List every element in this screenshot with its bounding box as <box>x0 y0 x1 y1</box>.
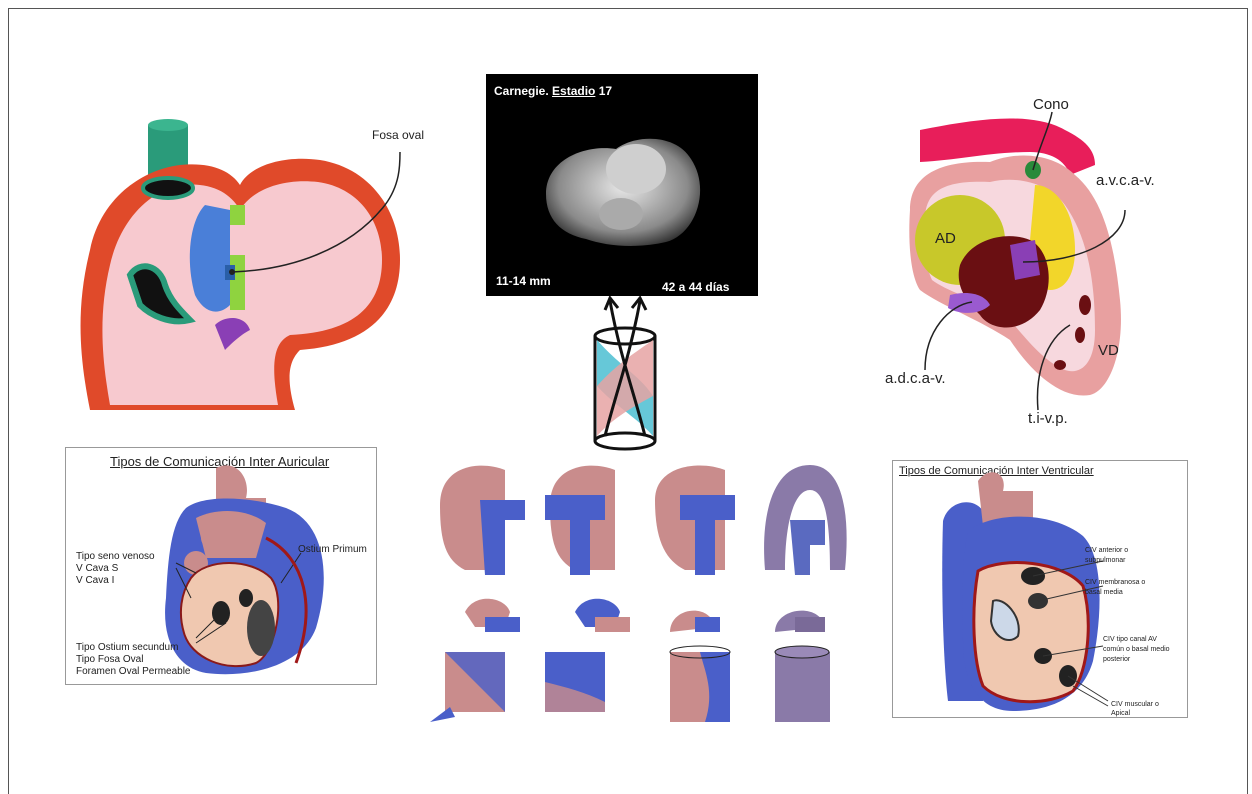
atrial-septum-figure: Fosa oval <box>70 110 440 415</box>
civ-muscular-0: CIV muscular o <box>1111 701 1159 708</box>
civ-anterior-1: subpulmonar <box>1085 557 1125 564</box>
seno-venoso-0: Tipo seno venoso <box>76 551 155 562</box>
civ-muscular-1: Apical <box>1111 710 1130 717</box>
seno-venoso-2: V Cava I <box>76 575 114 586</box>
cylinder-stage-2 <box>545 599 630 712</box>
ostium-secundum-0: Tipo Ostium secundum <box>76 642 178 653</box>
civ-types-box: Tipos de Comunicación Inter Ventricular … <box>892 460 1188 718</box>
vessel-stage-4 <box>764 465 847 575</box>
civ-membranosa-0: CIV membranosa o <box>1085 579 1145 586</box>
cylinder-stage-4 <box>775 611 830 722</box>
age-label: 42 a 44 días <box>662 280 729 294</box>
ventricle-figure: Cono a.v.c.a-v. AD VD a.d.c.a-v. t.i-v.p… <box>880 90 1190 435</box>
twisting-cylinder-figure <box>580 296 670 456</box>
cono-label: Cono <box>1033 96 1069 113</box>
cia-types-box: Tipos de Comunicación Inter Auricular Ti… <box>65 447 377 685</box>
vd-label: VD <box>1098 342 1119 359</box>
ostium-primum: Ostium Primum <box>298 544 367 555</box>
cylinder-stage-1 <box>430 599 520 722</box>
adca-label: a.d.c.a-v. <box>885 370 946 387</box>
embryo-image <box>486 74 758 296</box>
great-vessels-row-1 <box>425 460 850 580</box>
civ-canal-2: posterior <box>1103 656 1130 663</box>
civ-canal-0: CIV tipo canal AV <box>1103 636 1157 643</box>
civ-anterior-0: CIV anterior o <box>1085 547 1128 554</box>
vessel-stage-2 <box>545 466 615 575</box>
ad-label: AD <box>935 230 956 247</box>
avca-label: a.v.c.a-v. <box>1096 172 1155 189</box>
great-vessels-row-2 <box>425 592 850 732</box>
vessel-stage-1 <box>440 466 525 575</box>
ostium-secundum-1: Tipo Fosa Oval <box>76 654 143 665</box>
cylinder-stage-3 <box>670 611 730 722</box>
size-label: 11-14 mm <box>496 274 551 288</box>
embryo-photo: Carnegie. Estadio 17 11-14 mm 42 a 44 dí… <box>486 74 758 296</box>
vessel-stage-3 <box>655 465 735 575</box>
ostium-secundum-2: Foramen Oval Permeable <box>76 666 191 677</box>
tivp-label: t.i-v.p. <box>1028 410 1068 427</box>
civ-membranosa-1: basal media <box>1085 589 1123 596</box>
seno-venoso-1: V Cava S <box>76 563 118 574</box>
fosa-oval-label: Fosa oval <box>372 128 424 142</box>
civ-canal-1: común o basal medio <box>1103 646 1170 653</box>
